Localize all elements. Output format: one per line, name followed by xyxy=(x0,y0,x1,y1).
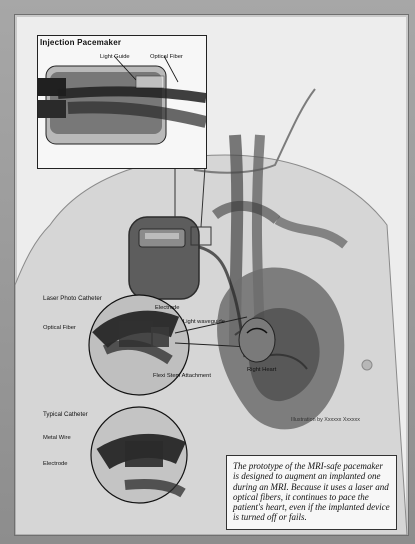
label-electrode: Electrode xyxy=(155,305,180,311)
label-typical-catheter: Typical Catheter xyxy=(43,411,88,418)
label-electrode-bottom: Electrode xyxy=(43,461,68,467)
label-optical-fiber-detail: Optical Fiber xyxy=(43,325,76,331)
label-right-heart: Right Heart xyxy=(247,367,276,373)
inset-drawing xyxy=(38,36,206,168)
label-flexi-stem-attachment: Flexi Stem Attachment xyxy=(153,373,211,379)
caption-box: The prototype of the MRI-safe pacemaker … xyxy=(226,455,397,530)
inset-injection-pacemaker: Injection Pacemaker Light Guide Optical … xyxy=(37,35,207,169)
illustration-credit: Illustration by Xxxxxx Xxxxxx xyxy=(291,417,360,423)
label-laser-photo-catheter: Laser Photo Catheter xyxy=(43,295,102,302)
illustration-frame: Injection Pacemaker Light Guide Optical … xyxy=(14,14,409,536)
label-light-waveguide: Light waveguide xyxy=(183,319,225,325)
label-metal-wire: Metal Wire xyxy=(43,435,71,441)
caption-text: The prototype of the MRI-safe pacemaker … xyxy=(233,461,390,523)
